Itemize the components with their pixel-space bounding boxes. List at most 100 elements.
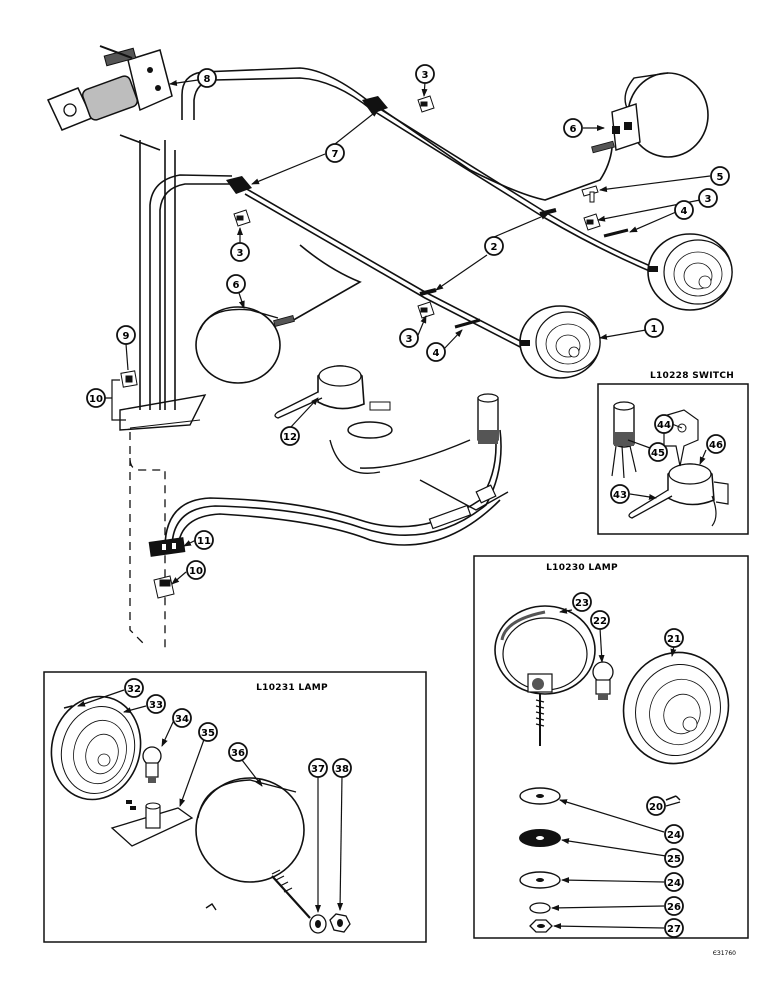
callout-5: 5	[710, 166, 730, 186]
callout-7-label: 7	[332, 149, 339, 160]
callout-46: 46	[706, 434, 726, 454]
callout-7: 7	[325, 143, 345, 163]
callout-37-label: 37	[311, 764, 325, 775]
callout-9-label: 9	[123, 331, 130, 342]
callout-3-label: 3	[406, 334, 413, 345]
callout-27: 27	[664, 918, 684, 938]
dashed-wire-route	[129, 432, 166, 650]
callout-22-label: 22	[593, 616, 607, 627]
callout-34: 34	[172, 708, 192, 728]
figure-code: ЄЗ1760	[713, 950, 736, 957]
callout-9: 9	[116, 325, 136, 345]
callout-25: 25	[664, 848, 684, 868]
lamp-housing-lower	[195, 306, 295, 384]
callout-23: 23	[572, 592, 592, 612]
callout-20: 20	[646, 796, 666, 816]
leader-lines	[77, 79, 711, 930]
callout-2-label: 2	[491, 242, 498, 253]
callout-25-label: 25	[667, 854, 681, 865]
callout-27-label: 27	[667, 924, 681, 935]
callouts: 8 3 6 7 5 3 4 3 2 6 1 3 4 9 10 12 11 10 …	[86, 64, 730, 938]
callout-32: 32	[124, 678, 144, 698]
callout-35: 35	[198, 722, 218, 742]
callout-20-label: 20	[649, 802, 663, 813]
callout-6-label: 6	[233, 280, 240, 291]
callout-5-label: 5	[717, 172, 724, 183]
callout-32-label: 32	[127, 684, 141, 695]
callout-3-label: 3	[705, 194, 712, 205]
callout-37: 37	[308, 758, 328, 778]
callout-45-label: 45	[651, 448, 665, 459]
lamp-l10231-title: L10231 LAMP	[256, 683, 328, 693]
callout-45: 45	[648, 442, 668, 462]
callout-10: 10	[186, 560, 206, 580]
switch-panel-title: L10228 SWITCH	[650, 371, 734, 381]
callout-24-label: 24	[667, 830, 681, 841]
callout-46-label: 46	[709, 440, 723, 451]
grommet-and-connector	[120, 370, 175, 599]
callout-6: 6	[563, 118, 583, 138]
callout-4: 4	[426, 342, 446, 362]
main-switch-assembly	[46, 45, 173, 131]
callout-26-label: 26	[667, 902, 681, 913]
lamp-assembly-lower	[519, 305, 601, 379]
callout-11: 11	[194, 530, 214, 550]
lamp-l10230-title: L10230 LAMP	[546, 563, 618, 573]
callout-8-label: 8	[204, 74, 211, 85]
lamp-assembly-right	[647, 233, 733, 311]
callout-34-label: 34	[175, 714, 189, 725]
lamp-l10230-panel: L10230 LAMP	[473, 555, 749, 939]
callout-3-label: 3	[422, 70, 429, 81]
callout-3: 3	[415, 64, 435, 84]
callout-12: 12	[280, 426, 300, 446]
callout-21: 21	[664, 628, 684, 648]
callout-43-label: 43	[613, 490, 627, 501]
callout-43: 43	[610, 484, 630, 504]
callout-24-label: 24	[667, 878, 681, 889]
callout-3-label: 3	[237, 248, 244, 259]
callout-36-label: 36	[231, 748, 245, 759]
callout-35-label: 35	[201, 728, 215, 739]
callout-44: 44	[654, 414, 674, 434]
callout-24: 24	[664, 824, 684, 844]
callout-23-label: 23	[575, 598, 589, 609]
callout-33-label: 33	[149, 700, 163, 711]
callout-11-label: 11	[197, 536, 211, 547]
callout-33: 33	[146, 694, 166, 714]
switch-panel: L10228 SWITCH	[597, 371, 749, 535]
callout-3: 3	[230, 242, 250, 262]
callout-24: 24	[664, 872, 684, 892]
callout-26: 26	[664, 896, 684, 916]
callout-38-label: 38	[335, 764, 349, 775]
callout-10-label: 10	[89, 394, 103, 405]
wiring-harness	[119, 67, 656, 410]
callout-44-label: 44	[657, 420, 671, 431]
harness-plate	[119, 394, 207, 431]
callout-12-label: 12	[283, 432, 297, 443]
callout-3: 3	[399, 328, 419, 348]
callout-22: 22	[590, 610, 610, 630]
callout-4-label: 4	[681, 206, 688, 217]
clips-and-fasteners	[233, 95, 629, 329]
callout-3: 3	[698, 188, 718, 208]
switch-wiring-harness	[148, 429, 509, 557]
callout-4: 4	[674, 200, 694, 220]
callout-4-label: 4	[433, 348, 440, 359]
callout-6-label: 6	[570, 124, 577, 135]
callout-10-label: 10	[189, 566, 203, 577]
callout-10: 10	[86, 388, 106, 408]
toggle-switch	[274, 365, 499, 444]
callout-2: 2	[484, 236, 504, 256]
callout-21-label: 21	[667, 634, 681, 645]
callout-6: 6	[226, 274, 246, 294]
callout-1-label: 1	[651, 324, 658, 335]
callout-36: 36	[228, 742, 248, 762]
lamp-housing-upper	[591, 72, 709, 158]
callout-8: 8	[197, 68, 217, 88]
harness-splice-connector	[226, 96, 388, 194]
callout-38: 38	[332, 758, 352, 778]
lamp-l10231-panel: L10231 LAMP	[43, 671, 427, 943]
callout-1: 1	[644, 318, 664, 338]
